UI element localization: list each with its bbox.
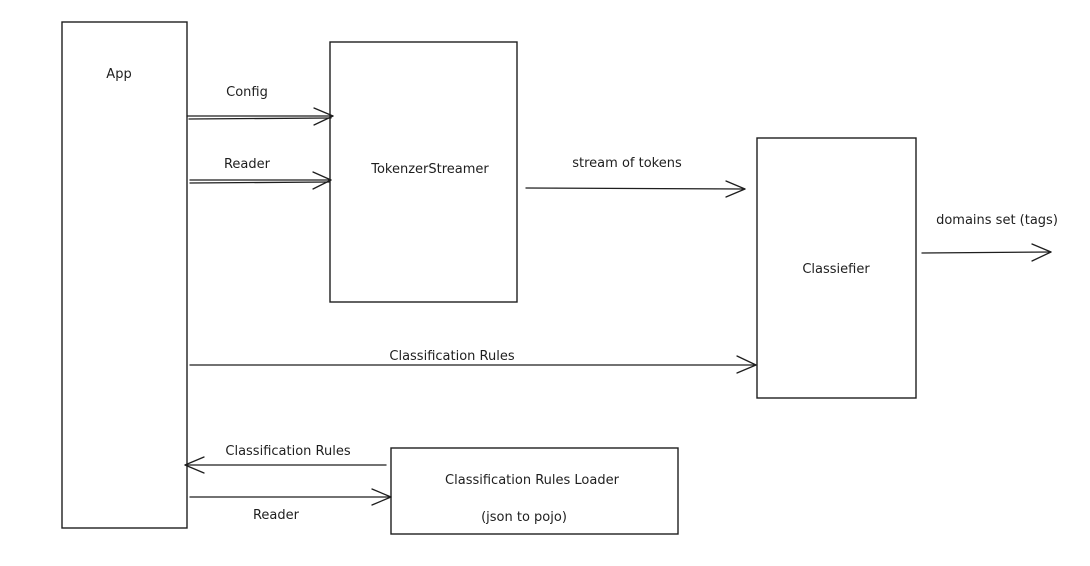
rules-from-loader-label: Classification Rules: [225, 444, 350, 459]
reader-top-arrowhead: [312, 171, 332, 190]
reader-top-arrow: Reader: [189, 157, 332, 190]
rules-loader-label: Classification Rules Loader: [445, 473, 620, 488]
reader-bottom-arrowhead: [371, 488, 392, 506]
reader-top-arrow-line-sketch: [189, 181, 330, 184]
config-arrowhead: [313, 107, 334, 126]
rules-from-loader-arrow: Classification Rules: [184, 444, 387, 474]
reader-bottom-label: Reader: [253, 508, 300, 523]
tokenizer-streamer-node[interactable]: TokenzerStreamer: [329, 41, 518, 303]
reader-bottom-arrow: Reader: [189, 488, 392, 523]
classifier-node[interactable]: Classiefier: [756, 137, 917, 399]
app-box: [61, 21, 188, 529]
domains-set-arrowhead: [1031, 243, 1052, 262]
rules-loader-box: [390, 447, 679, 535]
app-label: App: [106, 67, 131, 82]
config-arrow: Config: [186, 85, 334, 126]
rules-from-loader-arrowhead: [184, 456, 205, 474]
reader-top-label: Reader: [224, 157, 271, 172]
rules-loader-sublabel: (json to pojo): [481, 510, 567, 525]
stream-of-tokens-label: stream of tokens: [572, 156, 682, 171]
rules-loader-node[interactable]: Classification Rules Loader (json to poj…: [390, 447, 679, 535]
rules-to-classifier-arrowhead: [736, 355, 757, 374]
stream-of-tokens-arrow-line: [525, 187, 746, 190]
tokenizer-streamer-box: [329, 41, 518, 303]
rules-to-classifier-arrow: Classification Rules: [189, 349, 757, 374]
tokenizer-streamer-label: TokenzerStreamer: [370, 162, 489, 177]
classifier-label: Classiefier: [802, 262, 870, 277]
domains-set-arrow-line: [921, 251, 1052, 254]
domains-set-label: domains set (tags): [936, 213, 1058, 228]
domains-set-arrow: domains set (tags): [921, 213, 1058, 262]
config-arrow-line-sketch: [188, 117, 332, 120]
stream-of-tokens-arrow: stream of tokens: [525, 156, 746, 198]
app-node[interactable]: App: [61, 21, 188, 529]
rules-to-classifier-label: Classification Rules: [389, 349, 514, 364]
stream-of-tokens-arrowhead: [725, 180, 746, 198]
classifier-box: [756, 137, 917, 399]
config-label: Config: [226, 85, 268, 100]
